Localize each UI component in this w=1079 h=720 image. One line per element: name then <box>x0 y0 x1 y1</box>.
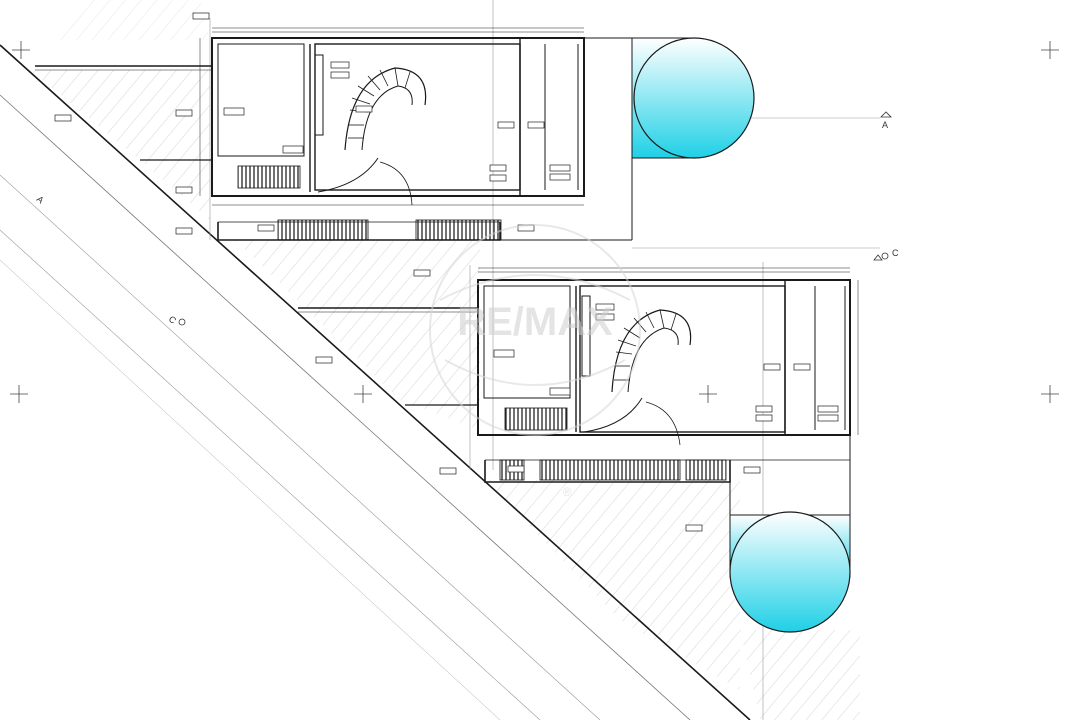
section-marker-rotated: A C <box>35 194 186 326</box>
room-label-boxes <box>54 12 839 532</box>
upper-pool <box>631 37 755 159</box>
watermark-brand: RE/MAX <box>457 300 613 344</box>
section-marker-a: A <box>880 111 892 130</box>
terrain-hatch <box>30 0 860 720</box>
section-c-rotated-label: C <box>167 314 179 326</box>
section-a-label: A <box>882 120 888 130</box>
watermark-registered: ® <box>563 485 572 499</box>
section-marker-c: C <box>873 248 899 261</box>
section-c-label: C <box>892 248 899 258</box>
remax-watermark: RE/MAX ® <box>429 224 641 499</box>
lower-pool <box>729 511 851 633</box>
upper-spiral-stair <box>317 67 427 206</box>
road-boundary-lines <box>0 44 751 720</box>
section-a-rotated-label: A <box>35 194 46 206</box>
upper-stair-straight <box>237 165 502 241</box>
lower-stair-straight <box>499 407 727 481</box>
registration-marks <box>10 41 1059 403</box>
